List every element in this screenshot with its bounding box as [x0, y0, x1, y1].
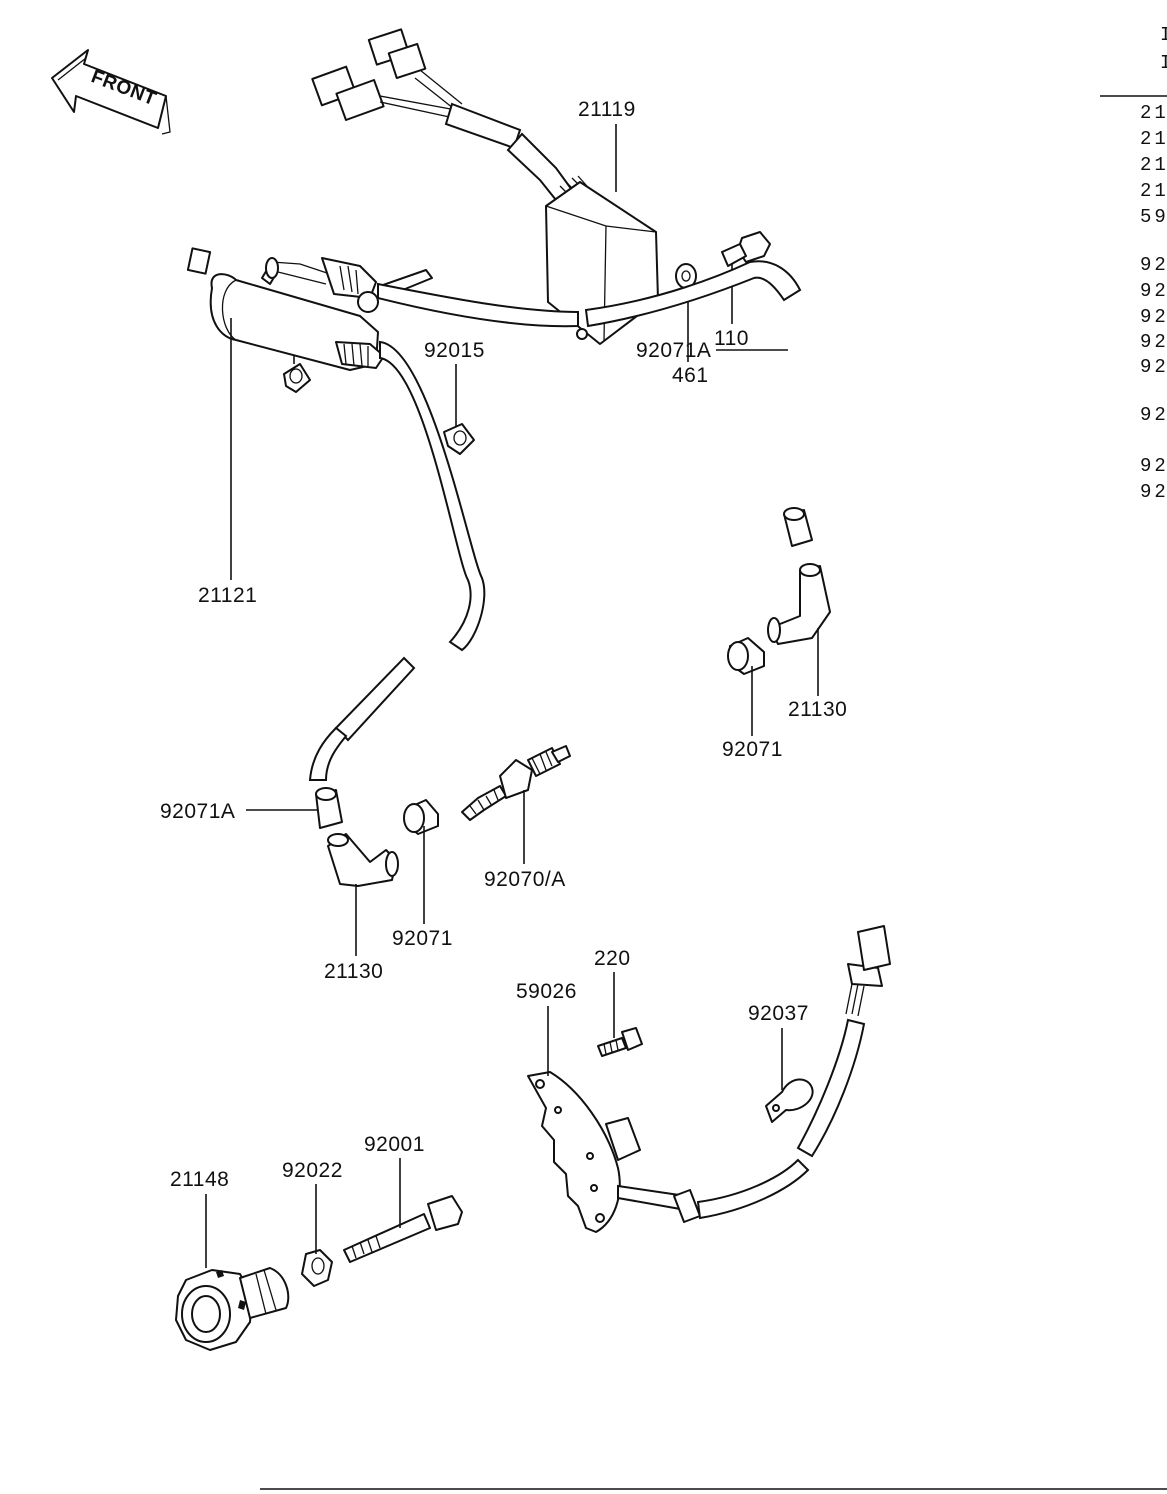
side-list-item: 21 [1140, 102, 1167, 124]
side-list-item: 92 [1140, 306, 1167, 328]
side-list-item: 92 [1140, 331, 1167, 353]
label-92001: 92001 [364, 1133, 425, 1156]
side-list-item: 92 [1140, 356, 1167, 378]
seal-92071-left-part: 92071 [392, 799, 453, 950]
label-110: 110 [714, 327, 749, 350]
side-list-item: 21 [1140, 154, 1167, 176]
label-21130-left: 21130 [324, 960, 383, 983]
side-list-item: 21 [1140, 128, 1167, 150]
label-92071-left: 92071 [392, 927, 453, 950]
collar-92015-right-part: 92015 [424, 339, 485, 455]
side-list-item: 92 [1140, 404, 1167, 426]
label-92071A-right: 92071A [636, 339, 711, 362]
label-92037: 92037 [748, 1002, 809, 1025]
screw-220-part: 220 [594, 947, 643, 1057]
pickup-coil-part: 59026 [516, 925, 891, 1233]
timing-rotor-part: 21148 [170, 1168, 290, 1351]
side-list-item: 92 [1140, 455, 1167, 477]
label-92015-right: 92015 [424, 339, 485, 362]
label-92070A: 92070/A [484, 868, 566, 891]
plug-cap-21130-right-part: 21130 [767, 563, 847, 721]
label-21130-right: 21130 [788, 698, 847, 721]
side-list-item: 92 [1140, 481, 1167, 503]
label-21121: 21121 [198, 584, 257, 607]
spark-plug-part: 92070/A [461, 745, 571, 891]
label-92071A-left: 92071A [160, 800, 235, 823]
side-list-item: 92 [1140, 254, 1167, 276]
label-21148: 21148 [170, 1168, 229, 1191]
label-21119: 21119 [578, 98, 636, 121]
cap-92071A-left-part: 92071A [160, 787, 343, 829]
side-list-item: 21 [1140, 180, 1167, 202]
side-parts-list: I I 21 21 21 21 59 92 92 92 92 92 92 92 … [1100, 24, 1167, 503]
svg-text:I: I [1160, 24, 1167, 46]
cap-92071A-right-part: 92071A [636, 339, 813, 547]
washer-92022-part: 92022 [282, 1159, 343, 1287]
label-220: 220 [594, 947, 631, 970]
side-list-item: 59 [1140, 206, 1167, 228]
seal-92071-right-part: 92071 [722, 637, 783, 761]
bolt-110-part: 110 [714, 231, 771, 350]
ignition-coil-part: 21121 [186, 247, 433, 607]
plug-cap-21130-left-part: 21130 [324, 833, 399, 983]
bolt-92001-part: 92001 [343, 1133, 463, 1263]
side-list-item: 92 [1140, 280, 1167, 302]
clamp-92037-part: 92037 [748, 1002, 814, 1123]
label-92071-right: 92071 [722, 738, 783, 761]
label-59026: 59026 [516, 980, 577, 1003]
label-461: 461 [672, 364, 709, 387]
lower-high-tension-lead [308, 340, 486, 781]
label-92022: 92022 [282, 1159, 343, 1182]
upper-high-tension-lead [377, 260, 802, 328]
front-arrow-icon: FRONT [51, 49, 171, 135]
svg-text:I: I [1160, 52, 1167, 74]
